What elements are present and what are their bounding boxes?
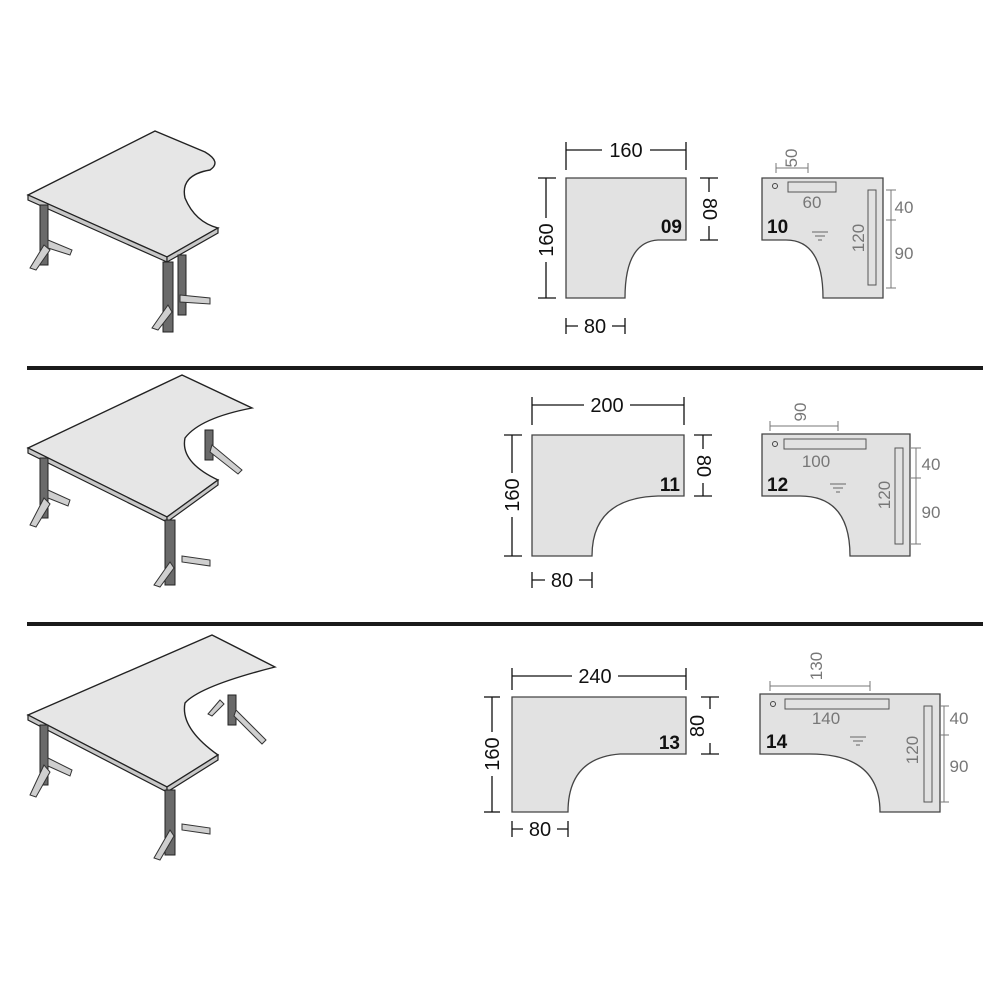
desktop-plan (761, 177, 884, 299)
service-slot-label: 60 (803, 193, 822, 212)
desktop-plan (759, 693, 941, 813)
service-right-bottom: 90 (922, 503, 941, 522)
service-slot-label: 140 (812, 709, 840, 728)
service-right-top: 40 (950, 709, 969, 728)
service-right-bottom: 90 (895, 244, 914, 263)
service-rail-label: 120 (849, 224, 868, 252)
depth-label: 160 (536, 223, 558, 256)
plan-service: 130 140 120 40 90 14 (759, 652, 969, 813)
desktop-plan (565, 177, 687, 299)
side-label: 80 (584, 316, 606, 338)
product-code: 14 (766, 732, 788, 753)
plan-service: 90 100 120 40 90 12 (761, 403, 941, 557)
product-code: 10 (767, 217, 788, 238)
product-code: 12 (767, 475, 788, 496)
service-right-top: 40 (895, 198, 914, 217)
desktop-plan (761, 433, 911, 557)
desktop-plan (511, 696, 687, 813)
side-label: 80 (529, 819, 551, 841)
service-right-bottom: 90 (950, 757, 969, 776)
row-separator (27, 622, 983, 626)
desk-illustration (26, 130, 220, 333)
width-label: 160 (609, 140, 642, 162)
return-label: 80 (698, 198, 720, 220)
service-rail-label: 120 (875, 481, 894, 509)
side-label: 80 (551, 570, 573, 592)
plan-plain: 240 160 80 80 13 (480, 664, 721, 841)
desk-illustration (26, 634, 277, 861)
service-dim-a: 90 (791, 403, 810, 422)
product-code: 09 (661, 217, 682, 238)
service-dim-a: 50 (782, 149, 801, 168)
width-label: 200 (590, 395, 623, 417)
plan-service: 50 60 120 40 90 10 (761, 149, 914, 299)
return-label: 80 (687, 715, 709, 737)
service-slot-label: 100 (802, 452, 830, 471)
service-right-top: 40 (922, 455, 941, 474)
desk-illustration (26, 374, 255, 588)
plan-plain: 200 160 80 80 11 (500, 393, 714, 592)
service-dim-a: 130 (807, 652, 826, 680)
desktop-plan (531, 434, 685, 557)
plan-plain: 160 160 80 80 09 (534, 138, 720, 338)
product-code: 13 (659, 733, 680, 754)
row-separator (27, 366, 983, 370)
depth-label: 160 (482, 737, 504, 770)
depth-label: 160 (502, 478, 524, 511)
service-rail-label: 120 (903, 736, 922, 764)
return-label: 80 (692, 455, 714, 477)
width-label: 240 (578, 666, 611, 688)
product-code: 11 (660, 475, 681, 496)
